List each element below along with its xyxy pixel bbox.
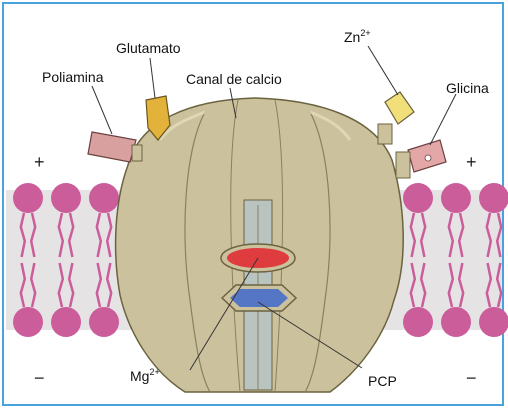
label-poliamina: Poliamina [42,69,104,85]
label-pcp: PCP [368,373,397,389]
lipid-head-top [479,183,508,213]
minus-sign-right: − [466,368,477,388]
lipid-head-bottom [51,307,81,337]
minus-sign-left: − [34,368,45,388]
lipid-head-bottom [479,307,508,337]
label-zn: Zn2+ [344,28,371,45]
zn-ligand [378,92,414,144]
lipid-head-bottom [13,307,43,337]
plus-sign-left: + [34,152,45,172]
label-canal-de-calcio: Canal de calcio [186,71,282,87]
lipid-head-bottom [441,307,471,337]
label-glicina: Glicina [446,80,489,96]
poliamina-ligand [88,132,142,162]
lipid-head-bottom [403,307,433,337]
plus-sign-right: + [466,152,477,172]
lipid-head-top [403,183,433,213]
label-glutamato: Glutamato [116,40,181,56]
lipid-head-bottom [89,307,119,337]
lipid-head-top [89,183,119,213]
label-mg: Mg2+ [130,367,160,384]
pcp-block [230,289,288,307]
lipid-head-top [441,183,471,213]
lipid-head-top [51,183,81,213]
glicina-ligand [396,140,446,178]
lipid-head-top [13,183,43,213]
